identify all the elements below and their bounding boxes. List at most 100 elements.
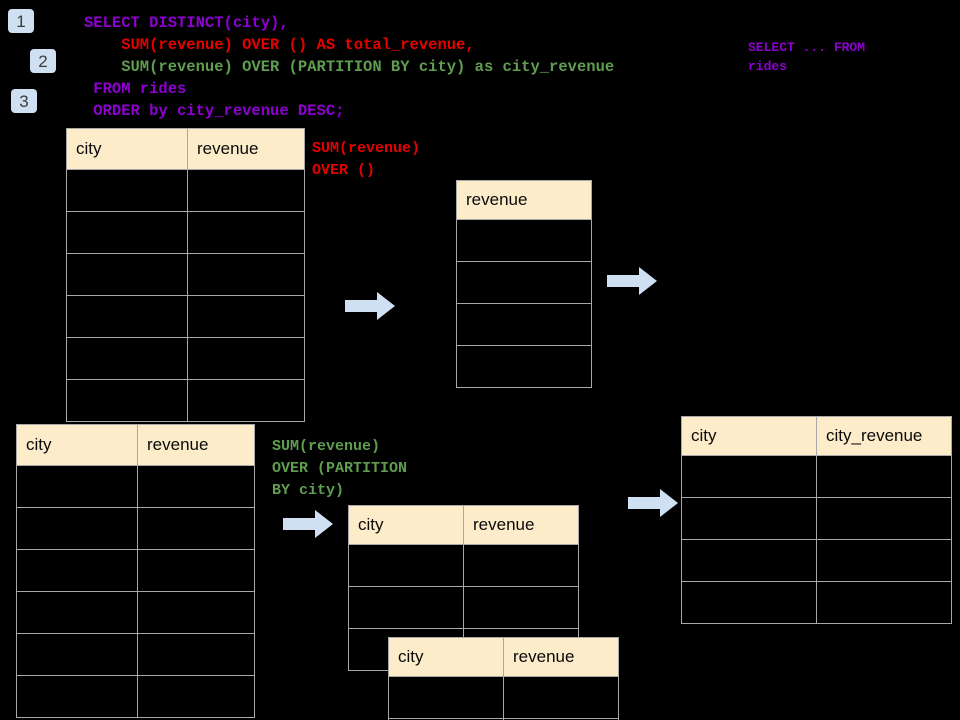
table-row: [66, 253, 305, 296]
table-header-row: revenue: [456, 180, 592, 220]
sum-over-empty-annotation: SUM(revenue) OVER (): [312, 140, 421, 179]
sql-line-4: FROM rides: [93, 80, 187, 98]
column-header-revenue: revenue: [463, 505, 579, 545]
table-cell: [816, 539, 952, 582]
table-cell: [66, 211, 188, 254]
sql-line-3: SUM(revenue) OVER (PARTITION BY city) as…: [121, 58, 615, 76]
table-row: [16, 675, 255, 718]
table-cell: [681, 497, 817, 540]
table-cell: [16, 675, 138, 718]
total-revenue-table: revenue: [456, 180, 592, 388]
table-cell: [388, 676, 504, 719]
column-header-revenue: revenue: [503, 637, 619, 677]
table-cell: [137, 633, 255, 676]
table-row: [456, 345, 592, 388]
right-arrow-icon: [283, 510, 333, 538]
table-row: [456, 303, 592, 346]
table-cell: [681, 581, 817, 624]
table-row: [456, 219, 592, 262]
table-row: [348, 544, 579, 587]
table-row: [681, 581, 952, 624]
column-header-revenue: revenue: [187, 128, 305, 170]
table-cell: [137, 549, 255, 592]
column-header-revenue: revenue: [137, 424, 255, 466]
arrow-source2-to-partition: [283, 508, 333, 540]
column-header-city: city: [388, 637, 504, 677]
table-cell: [503, 676, 619, 719]
select-from-rides-annotation: SELECT ... FROM rides: [748, 40, 866, 74]
arrow-source-to-total: [345, 290, 395, 322]
table-cell: [16, 591, 138, 634]
right-arrow-icon: [607, 267, 657, 295]
column-header-city: city: [348, 505, 464, 545]
table-cell: [348, 586, 464, 629]
table-row: [66, 379, 305, 422]
step-badge-3: 3: [11, 89, 37, 113]
column-header-city: city: [16, 424, 138, 466]
table-cell: [16, 633, 138, 676]
table-row: [681, 455, 952, 498]
table-cell: [187, 169, 305, 212]
arrow-total-to-result: [607, 265, 657, 297]
table-cell: [456, 345, 592, 388]
table-row: [66, 295, 305, 338]
table-cell: [66, 169, 188, 212]
arrow-partition-to-result: [628, 487, 678, 519]
column-header-city_revenue: city_revenue: [816, 416, 952, 456]
table-row: [66, 337, 305, 380]
table-row: [16, 507, 255, 550]
table-cell: [66, 337, 188, 380]
table-row: [681, 539, 952, 582]
table-cell: [137, 675, 255, 718]
sum-over-partition-annotation: SUM(revenue) OVER (PARTITION BY city): [272, 438, 408, 499]
step-badge-1: 1: [8, 9, 34, 33]
table-cell: [137, 465, 255, 508]
column-header-city: city: [681, 416, 817, 456]
table-row: [388, 676, 619, 719]
table-cell: [503, 718, 619, 720]
table-cell: [816, 455, 952, 498]
table-cell: [187, 211, 305, 254]
table-cell: [456, 261, 592, 304]
step-badge-2: 2: [30, 49, 56, 73]
table-cell: [187, 337, 305, 380]
table-row: [16, 591, 255, 634]
sql-query-block: SELECT DISTINCT(city),SUM(revenue) OVER …: [84, 12, 614, 122]
table-cell: [187, 295, 305, 338]
table-cell: [16, 549, 138, 592]
table-cell: [463, 586, 579, 629]
column-header-city: city: [66, 128, 188, 170]
column-header-revenue: revenue: [456, 180, 592, 220]
table-row: [388, 718, 619, 720]
table-cell: [187, 253, 305, 296]
table-cell: [66, 253, 188, 296]
table-cell: [816, 497, 952, 540]
table-cell: [348, 544, 464, 587]
table-cell: [137, 507, 255, 550]
table-cell: [456, 219, 592, 262]
table-cell: [816, 581, 952, 624]
table-cell: [681, 455, 817, 498]
table-row: [16, 633, 255, 676]
right-arrow-icon: [345, 292, 395, 320]
sql-line-2: SUM(revenue) OVER () AS total_revenue,: [121, 36, 475, 54]
table-cell: [16, 465, 138, 508]
table-cell: [66, 295, 188, 338]
right-arrow-icon: [628, 489, 678, 517]
table-row: [348, 586, 579, 629]
table-row: [456, 261, 592, 304]
table-row: [66, 169, 305, 212]
table-cell: [456, 303, 592, 346]
table-row: [66, 211, 305, 254]
table-cell: [66, 379, 188, 422]
